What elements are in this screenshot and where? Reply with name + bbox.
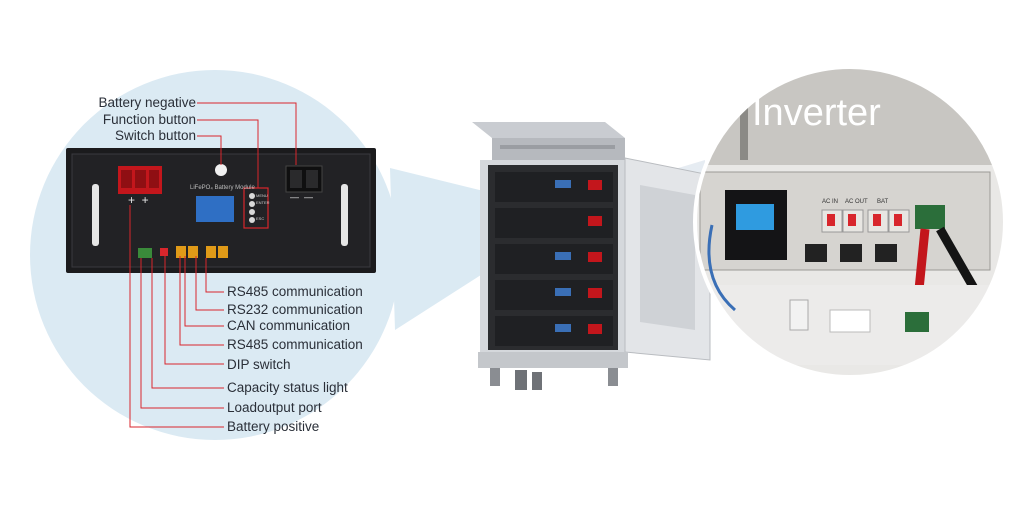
leader-function-button: [197, 119, 259, 188]
callout-capacity-status-light: Capacity status light: [227, 380, 348, 395]
callout-switch-button: Switch button: [114, 128, 196, 143]
callout-battery-negative: Battery negative: [98, 95, 196, 110]
rs485-port-b: [218, 246, 228, 258]
callout-rs485-communication-1: RS485 communication: [227, 284, 363, 299]
leader-battery-positive: [129, 205, 224, 428]
callout-rs232-communication: RS232 communication: [227, 302, 363, 317]
rs232-port: [206, 246, 216, 258]
module-button-enter: ENTER: [256, 200, 270, 205]
callout-rs485-communication-2: RS485 communication: [227, 337, 363, 352]
loadoutput-port: [138, 248, 152, 258]
callout-loadoutput-port: Loadoutput port: [227, 400, 322, 415]
leader-rs232: [195, 256, 224, 311]
leader-capacity-light: [151, 258, 224, 389]
enter-button: [249, 201, 255, 207]
leader-rs485-a: [205, 258, 224, 293]
module-negative-symbols: — —: [290, 192, 314, 202]
callout-dip-switch: DIP switch: [227, 357, 291, 372]
breaker-label-bat: BAT: [877, 199, 889, 205]
breaker-label-ac-out: AC OUT: [845, 199, 868, 205]
right-handle: [341, 184, 348, 246]
module-button-menu: MENU: [256, 193, 268, 198]
callout-can-communication: CAN communication: [227, 318, 351, 333]
module-front-label: LiFePO₄ Battery Module: [190, 185, 255, 191]
leader-battery-negative: [197, 102, 297, 165]
rs485-port-a: [188, 246, 198, 258]
module-button-esc: ESC: [256, 216, 265, 221]
menu-button: [249, 193, 255, 199]
battery-module-front: [66, 148, 376, 273]
lcd-screen: [196, 196, 234, 222]
left-handle: [92, 184, 99, 246]
module-positive-symbols: + +: [128, 193, 149, 207]
up-button: [249, 209, 255, 215]
can-port: [176, 246, 186, 258]
battery-cabinet: [472, 122, 711, 390]
function-button-highlight: [243, 187, 269, 229]
leader-can: [184, 256, 224, 327]
leader-switch-button: [197, 135, 222, 165]
dip-switch: [160, 248, 168, 256]
esc-button: [249, 217, 255, 223]
callout-battery-positive: Battery positive: [227, 419, 320, 434]
leader-rs485-b: [179, 256, 224, 346]
breaker-label-ac-in: AC IN: [822, 199, 839, 205]
leader-loadoutput: [140, 258, 224, 409]
inverter-title: Inverter: [752, 92, 881, 134]
callout-function-button: Function button: [102, 112, 196, 127]
leader-dip-switch: [164, 256, 224, 365]
switch-button: [215, 164, 227, 176]
